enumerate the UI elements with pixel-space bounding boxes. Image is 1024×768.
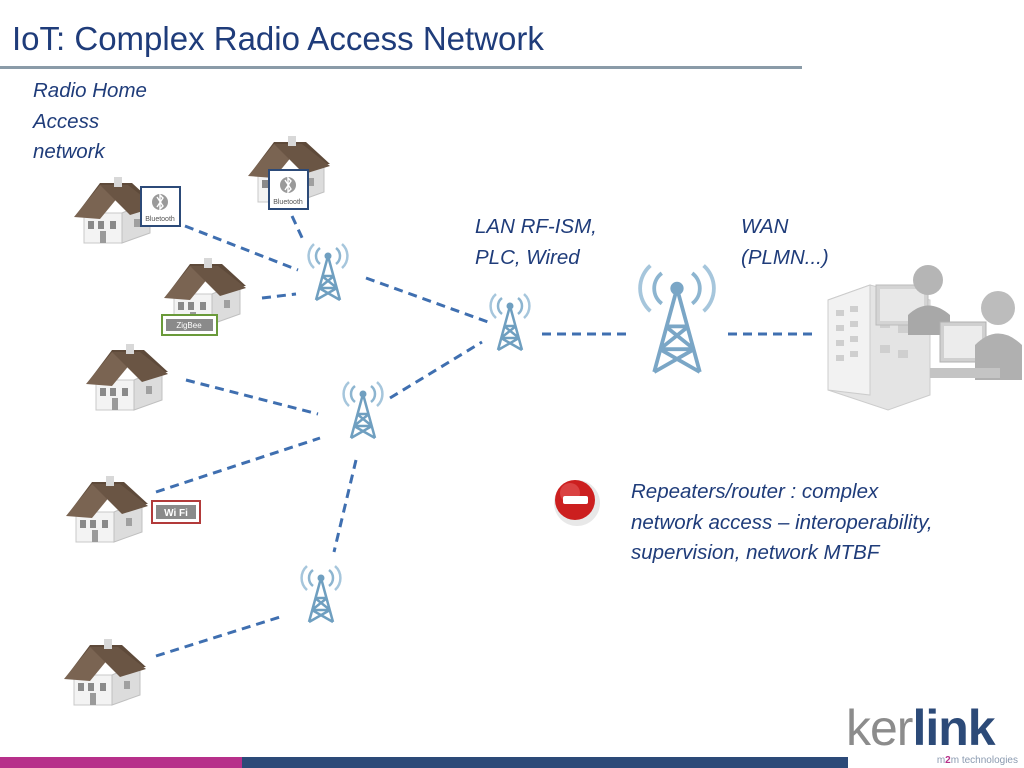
lan-line-1: LAN RF-ISM, bbox=[475, 215, 597, 238]
link-house3-tower1 bbox=[261, 292, 297, 300]
note-line-3: supervision, network MTBF bbox=[631, 541, 880, 564]
bluetooth-icon: Bluetooth bbox=[268, 169, 309, 210]
note-label: Repeaters/router : complex network acces… bbox=[631, 477, 933, 569]
radio-tower-icon bbox=[307, 242, 349, 302]
home-network-label: Radio Home Access network bbox=[33, 76, 147, 168]
logo-tagline: m2m technologies bbox=[936, 755, 1018, 766]
minus-icon bbox=[554, 480, 600, 526]
wan-line-1: WAN bbox=[741, 215, 789, 238]
lan-label: LAN RF-ISM, PLC, Wired bbox=[475, 212, 597, 273]
note-line-1: Repeaters/router : complex bbox=[631, 480, 879, 503]
zigbee-badge-label: ZigBee bbox=[176, 321, 202, 330]
bluetooth-badge-label: Bluetooth bbox=[145, 216, 175, 223]
radio-tower-icon bbox=[489, 292, 531, 352]
wan-label: WAN (PLMN...) bbox=[741, 212, 829, 273]
operator-center-icon bbox=[827, 265, 1022, 411]
link-tower1-hub bbox=[365, 276, 489, 324]
page-title: IoT: Complex Radio Access Network bbox=[12, 20, 544, 57]
bluetooth-icon: Bluetooth bbox=[140, 186, 181, 227]
footer-bar-navy bbox=[242, 757, 848, 768]
house-icon bbox=[65, 475, 149, 543]
note-line-2: network access – interoperability, bbox=[631, 510, 933, 534]
house-icon bbox=[85, 343, 169, 411]
lan-line-2: PLC, Wired bbox=[475, 245, 580, 269]
kerlink-logo: kerlink m2m technologies bbox=[846, 700, 1024, 768]
wan-line-2: (PLMN...) bbox=[741, 245, 829, 269]
link-tower2-tower3 bbox=[332, 459, 358, 553]
title-divider bbox=[0, 66, 802, 69]
home-network-line-1: Radio Home bbox=[33, 79, 147, 102]
radio-tower-icon bbox=[638, 264, 716, 374]
links bbox=[155, 215, 818, 658]
link-house2-tower1 bbox=[290, 215, 306, 243]
radio-tower-icon bbox=[300, 564, 342, 624]
link-house4-tower2 bbox=[185, 378, 319, 416]
home-network-line-3: network bbox=[33, 140, 105, 163]
house-icon bbox=[63, 638, 147, 706]
wifi-icon: Wi Fi bbox=[151, 500, 201, 524]
wifi-badge-label: Wi Fi bbox=[164, 508, 188, 519]
zigbee-icon: ZigBee bbox=[161, 314, 218, 336]
bluetooth-badge-label: Bluetooth bbox=[273, 199, 303, 206]
link-house6-tower3 bbox=[155, 615, 281, 658]
link-house1-tower1 bbox=[184, 224, 299, 272]
logo-wordmark: kerlink bbox=[846, 700, 996, 756]
link-house5-tower2 bbox=[155, 436, 321, 494]
home-network-line-2: Access bbox=[33, 109, 100, 133]
footer-bar-magenta bbox=[0, 757, 242, 768]
link-tower2-hub bbox=[389, 340, 483, 400]
radio-tower-icon bbox=[342, 380, 384, 440]
